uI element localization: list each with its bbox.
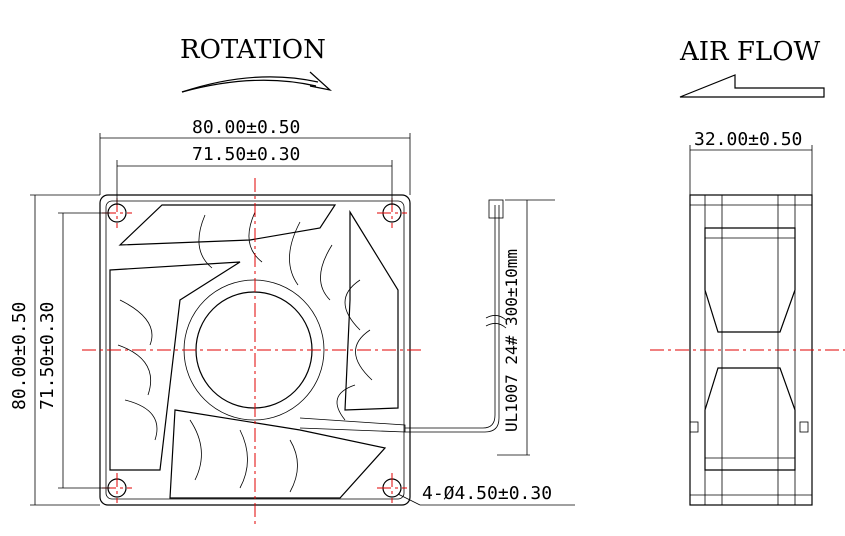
dimension-height-outer: 80.00±0.50	[9, 194, 100, 506]
height-holes-label: 71.50±0.30	[37, 302, 58, 410]
mount-hole-label: 4-Ø4.50±0.30	[422, 483, 552, 504]
depth-label: 32.00±0.50	[694, 129, 802, 150]
air-flow-arrow	[679, 74, 825, 98]
centerline	[82, 178, 425, 525]
width-outer-label: 80.00±0.50	[192, 117, 300, 138]
lead-wire	[405, 199, 507, 433]
dimension-width-outer: 80.00±0.50	[99, 117, 411, 195]
air-flow-title: AIR FLOW	[679, 37, 821, 67]
lead-wire-label: UL1007 24# 300±10mm	[502, 249, 521, 432]
dimension-lead-wire: UL1007 24# 300±10mm	[497, 199, 555, 456]
dimension-depth: 32.00±0.50	[689, 129, 813, 195]
mount-hole-callout: 4-Ø4.50±0.30	[397, 483, 575, 506]
width-holes-label: 71.50±0.30	[192, 144, 300, 165]
rotation-title: ROTATION	[180, 35, 326, 65]
height-outer-label: 80.00±0.50	[9, 302, 30, 410]
rotation-arrow	[181, 71, 333, 93]
dimension-height-holes: 71.50±0.30	[37, 212, 110, 489]
dimension-width-holes: 71.50±0.30	[116, 144, 393, 205]
